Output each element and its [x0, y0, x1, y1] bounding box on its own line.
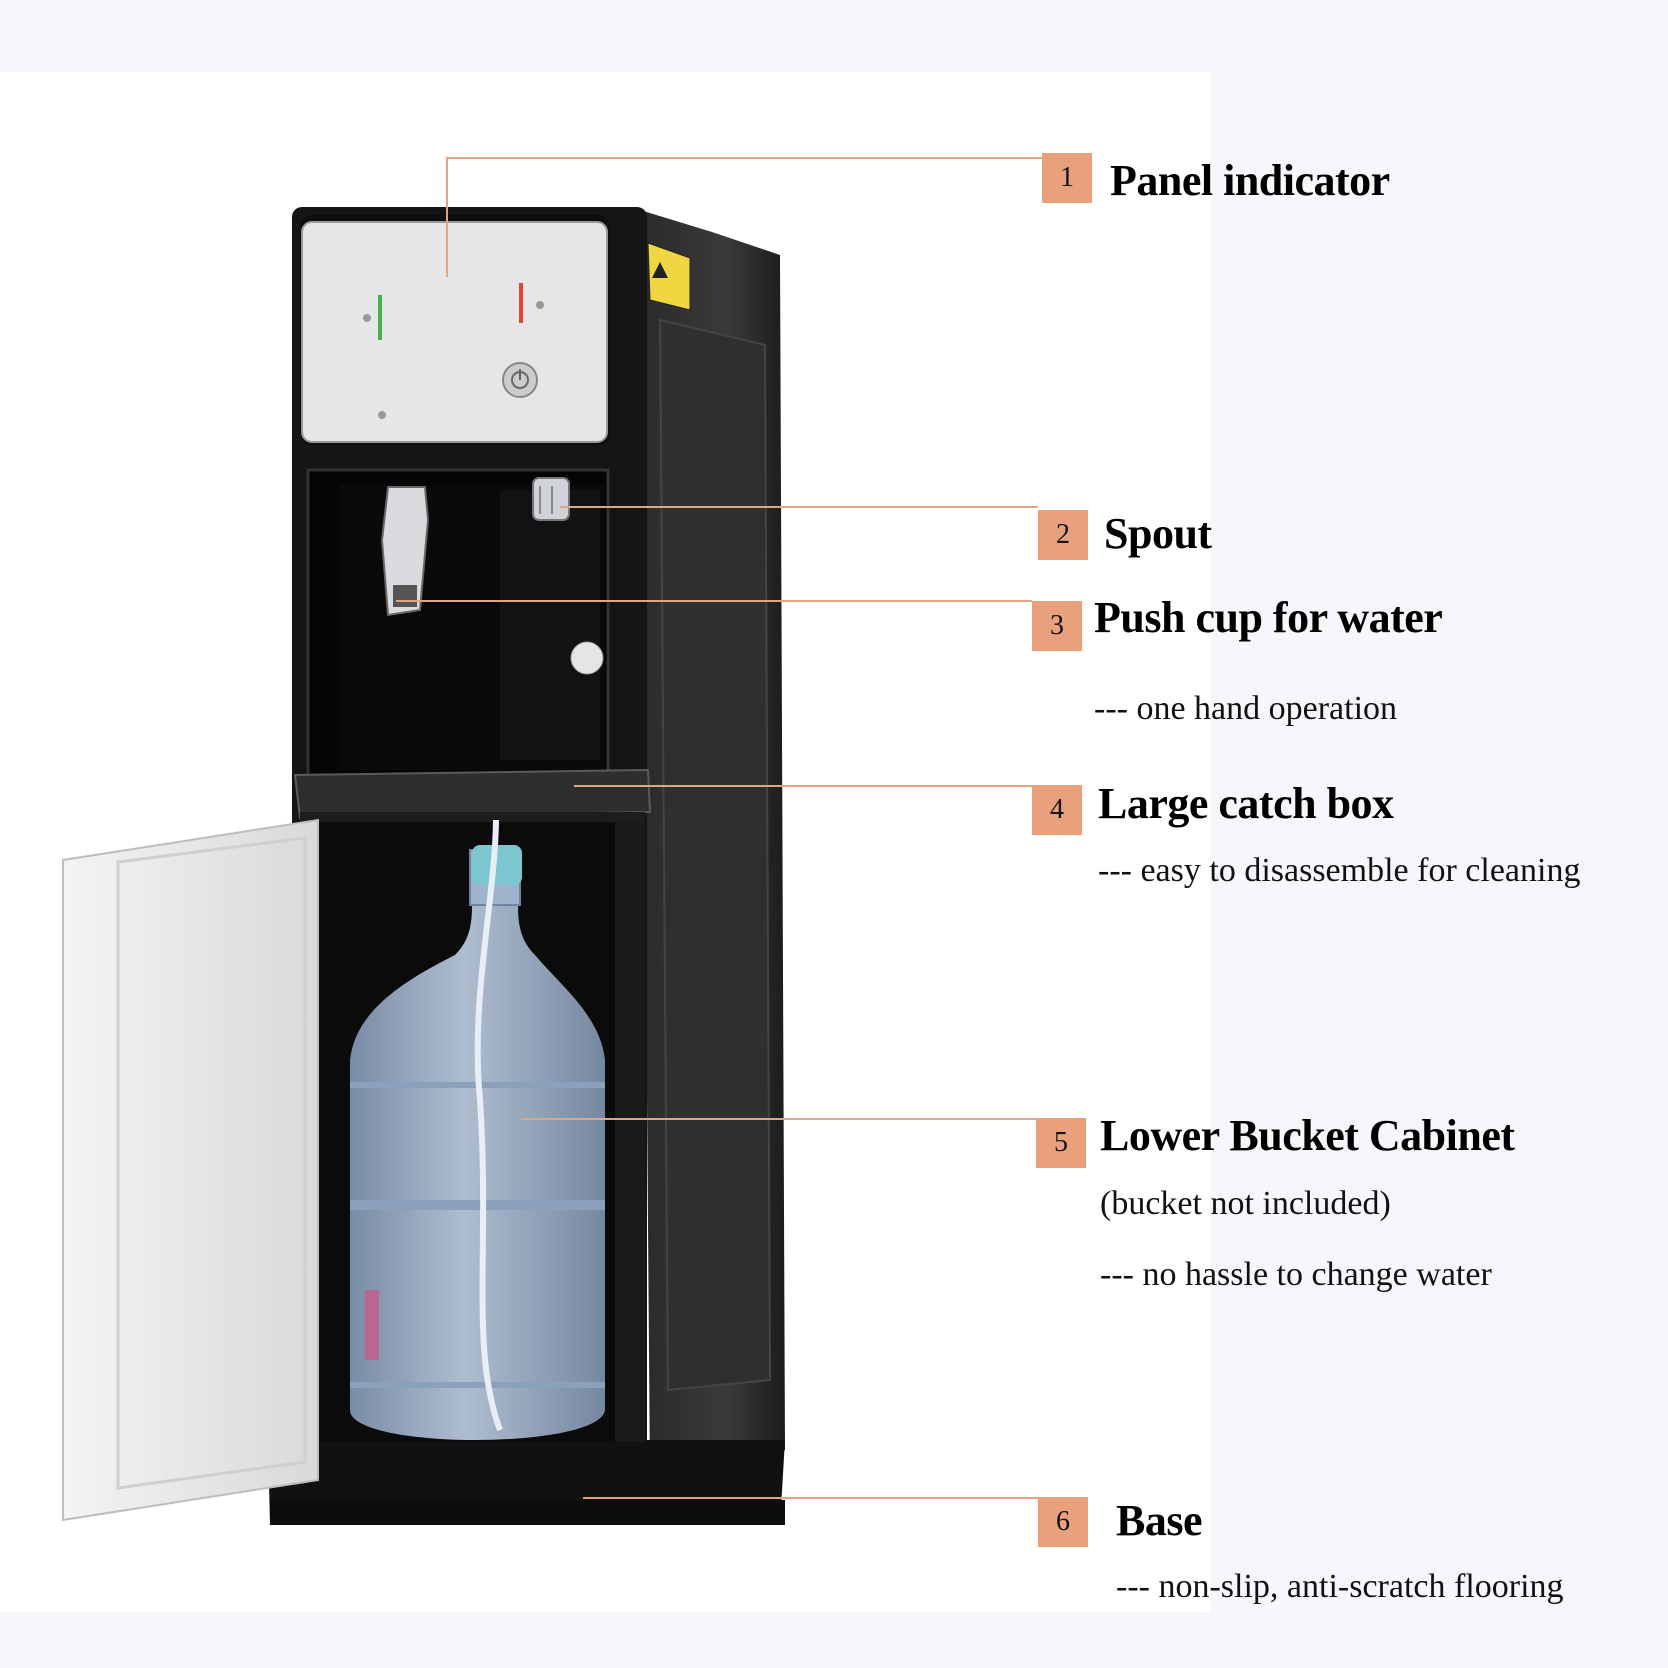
cabinet-door — [62, 818, 319, 1522]
red-indicator-light — [519, 283, 523, 323]
callout-3-number: 3 — [1032, 601, 1082, 651]
callout-2-title: Spout — [1104, 509, 1212, 558]
cabinet-side-panel — [640, 210, 785, 1480]
callout-4-title: Large catch box — [1098, 779, 1394, 828]
callout-5-note-1: (bucket not included) — [1100, 1185, 1391, 1222]
dispensing-bay — [306, 468, 610, 777]
callout-5-number: 5 — [1036, 1118, 1086, 1168]
bottle-cap — [472, 845, 522, 885]
leader-line-5 — [521, 1118, 1038, 1120]
callout-6-title: Base — [1116, 1496, 1203, 1545]
leader-line-4 — [574, 785, 1032, 787]
callout-4-note: --- easy to disassemble for cleaning — [1098, 852, 1581, 889]
callout-4-number: 4 — [1032, 785, 1082, 835]
power-icon — [502, 362, 538, 398]
green-indicator-light — [378, 295, 382, 340]
control-panel — [300, 215, 691, 445]
warning-label-icon — [647, 242, 691, 311]
leader-line-1 — [446, 157, 1042, 159]
callout-6-note: --- non-slip, anti-scratch flooring — [1116, 1568, 1564, 1605]
leader-line-6 — [583, 1497, 1038, 1499]
water-bottle — [350, 819, 605, 1440]
callout-3-note: --- one hand operation — [1094, 690, 1398, 727]
callout-1-title: Panel indicator — [1110, 156, 1390, 205]
callout-6-number: 6 — [1038, 1497, 1088, 1547]
leader-line-3 — [396, 600, 1032, 602]
callout-5-note-2: --- no hassle to change water — [1100, 1256, 1492, 1293]
catch-box — [293, 768, 652, 822]
leader-line-1-drop — [446, 157, 448, 277]
callout-2-number: 2 — [1038, 510, 1088, 560]
spout — [532, 477, 570, 521]
callout-1-number: 1 — [1042, 153, 1092, 203]
leader-line-2 — [560, 506, 1038, 508]
callout-3-title: Push cup for water — [1094, 593, 1443, 642]
push-cup-lever — [380, 486, 430, 617]
callout-5-title: Lower Bucket Cabinet — [1100, 1111, 1515, 1160]
